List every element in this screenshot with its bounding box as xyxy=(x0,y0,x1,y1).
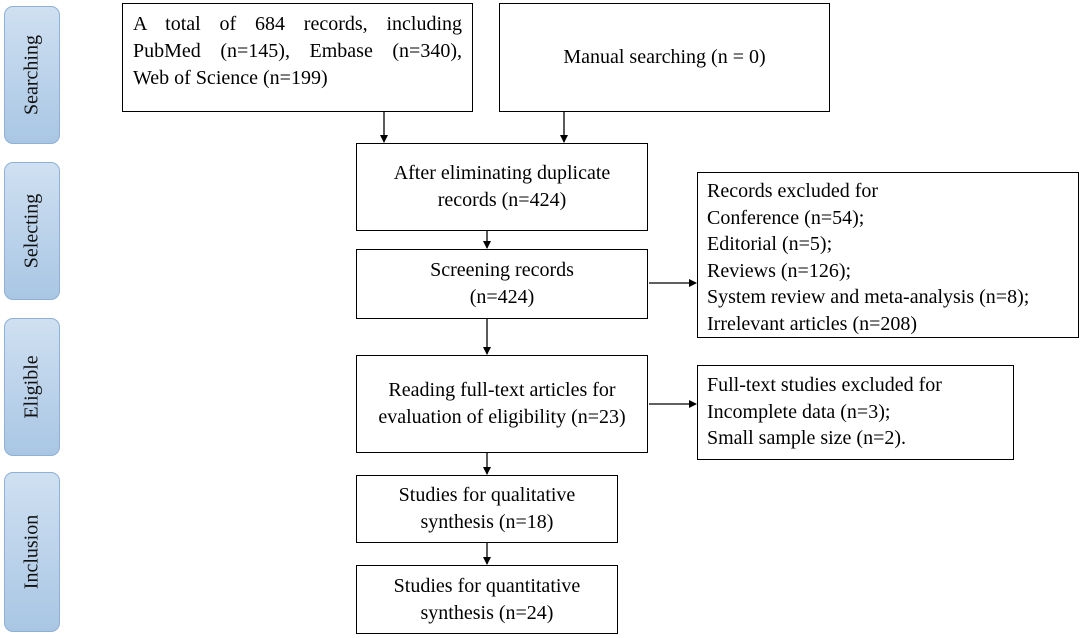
box-line: A total of 684 records, including xyxy=(133,13,462,35)
box-line: Small sample size (n=2). xyxy=(707,427,907,449)
box-quantitative: Studies for quantitative synthesis (n=24… xyxy=(356,565,618,634)
box-line: Incomplete data (n=3); xyxy=(707,400,891,423)
box-line: Manual searching (n = 0) xyxy=(563,46,766,68)
box-excluded-records: Records excluded for Conference (n=54); … xyxy=(697,172,1079,338)
box-full-text-excluded: Full-text studies excluded for Incomplet… xyxy=(697,365,1014,460)
box-line: Irrelevant articles (n=208) xyxy=(707,312,918,335)
box-line: Reading full-text articles for xyxy=(388,379,616,401)
box-line: records (n=424) xyxy=(437,189,567,211)
stage-inclusion: Inclusion xyxy=(4,472,60,632)
box-line: After eliminating duplicate xyxy=(393,162,611,184)
box-line: Editorial (n=5); xyxy=(707,233,833,255)
box-screening: Screening records (n=424) xyxy=(356,249,648,319)
box-line: Full-text studies excluded for xyxy=(707,374,942,396)
box-line: PubMed (n=145), Embase (n=340), xyxy=(133,40,462,62)
box-line: Screening records xyxy=(430,259,574,281)
stage-eligible: Eligible xyxy=(4,318,60,456)
box-manual-search: Manual searching (n = 0) xyxy=(499,3,830,112)
box-line: System review and meta-analysis (n=8); xyxy=(707,286,1030,308)
stage-selecting: Selecting xyxy=(4,162,60,300)
box-line: Records excluded for xyxy=(707,180,879,202)
box-line: synthesis (n=18) xyxy=(420,511,554,533)
box-line: Reviews (n=126); xyxy=(707,259,852,282)
box-line: Studies for qualitative xyxy=(398,484,576,506)
stage-searching: Searching xyxy=(4,6,60,144)
box-qualitative: Studies for qualitative synthesis (n=18) xyxy=(356,475,618,543)
box-records-total: A total of 684 records, including PubMed… xyxy=(122,3,473,112)
box-line: (n=424) xyxy=(469,286,535,308)
box-line: Web of Science (n=199) xyxy=(133,67,328,89)
box-line: evaluation of eligibility (n=23) xyxy=(378,406,626,428)
box-line: synthesis (n=24) xyxy=(420,601,554,624)
box-full-text: Reading full-text articles for evaluatio… xyxy=(356,355,648,453)
box-after-duplicates: After eliminating duplicate records (n=4… xyxy=(356,143,648,231)
box-line: Conference (n=54); xyxy=(707,206,865,229)
box-line: Studies for quantitative xyxy=(393,574,581,597)
